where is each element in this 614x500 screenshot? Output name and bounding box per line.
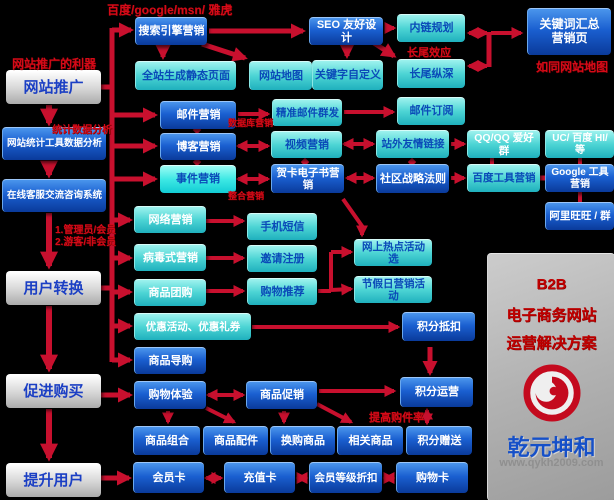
node-neilian: 内链规划 [397, 14, 465, 42]
node-mcard: 会员卡 [133, 462, 204, 493]
node-access: 商品配件 [203, 426, 268, 455]
node-longtail: 长尾纵深 [397, 59, 465, 88]
flow-arrow [341, 197, 368, 238]
flow-arrow [316, 402, 354, 424]
annotation-a7: 整合营销 [228, 191, 265, 201]
node-pops: 积分运营 [400, 377, 473, 407]
node-leveldisc: 会员等级折扣 [309, 462, 382, 493]
brand-website: www.qykh2009.com [499, 457, 604, 469]
node-qq: QQ/QQ 爱好群 [467, 130, 540, 158]
node-combo: 商品组合 [133, 426, 200, 455]
annotation-a8a: 1.管理员/会员 [55, 225, 117, 236]
node-shoprec: 购物推荐 [247, 278, 317, 305]
node-kwpage: 关键词汇总 营销页 [527, 8, 611, 55]
annotation-a4: 长尾效应 [407, 47, 451, 59]
node-sem: 搜索引擎营销 [135, 17, 207, 45]
node-seo: SEO 友好设计 [309, 17, 383, 45]
node-exchange: 换购商品 [270, 426, 335, 455]
node-esub: 邮件订阅 [397, 97, 465, 125]
node-uchi: UC/ 百度 HI/ 等 [545, 130, 614, 158]
annotation-a8b: 2.游客/非会员 [55, 237, 117, 248]
node-service: 在线客服交流咨询系统 [2, 179, 106, 212]
node-hotact: 网上热点活动选 [354, 239, 432, 266]
annotation-a1: 百度/google/msn/ 雅虎 [107, 3, 233, 17]
node-related: 相关商品 [337, 426, 403, 455]
node-improve: 提升用户 [6, 463, 101, 497]
node-purchase: 促进购买 [6, 374, 101, 408]
node-googletools: Google 工具营销 [545, 164, 614, 192]
node-promo2: 商品促销 [246, 381, 317, 409]
node-pdeduct: 积分抵扣 [402, 312, 475, 341]
node-pgift: 积分赠送 [406, 426, 472, 455]
node-viral: 病毒式营销 [134, 244, 206, 271]
node-exper: 购物体验 [134, 381, 206, 409]
flow-arrow [330, 283, 354, 296]
phoenix-swirl-logo-icon [522, 364, 581, 422]
node-coupons: 优惠活动、优惠礼券 [134, 313, 251, 340]
flow-arrow [372, 40, 397, 59]
node-email: 邮件营销 [160, 101, 236, 129]
node-sms: 手机短信 [247, 213, 317, 240]
node-convert: 用户转换 [6, 271, 101, 305]
flow-arrow [205, 406, 237, 424]
node-blog: 博客营销 [160, 133, 236, 160]
node-promo: 网站推广 [6, 70, 101, 104]
node-stats: 网站统计工具数据分析 [2, 127, 106, 160]
brand-panel: B2B 电子商务网站 运营解决方案 乾元坤和 www.qykh2009.com [487, 253, 614, 500]
annotation-a3: 统计数据分析 [52, 125, 112, 136]
node-holiday: 节假日营销活动 [354, 276, 432, 303]
node-groupbuy: 商品团购 [134, 279, 206, 306]
node-greeting: 贺卡电子书营销 [271, 164, 344, 193]
annotation-a2: 网站推广的利器 [12, 57, 97, 71]
node-netmkt: 网络营销 [134, 206, 206, 233]
annotation-a9: 提高购件率 [369, 412, 424, 424]
panel-title-line1: B2B [536, 276, 567, 293]
node-invite: 邀请注册 [247, 245, 317, 272]
annotation-a6: 数据库营销 [228, 118, 274, 128]
node-kwcustom: 关键字自定义 [312, 60, 383, 90]
node-community: 社区战略法则 [376, 164, 449, 193]
node-guide: 商品导购 [134, 347, 206, 374]
node-baidutools: 百度工具营销 [467, 164, 540, 192]
node-video: 视频营销 [271, 131, 342, 158]
node-pemail: 精准邮件群发 [272, 99, 342, 126]
panel-title-line3: 运营解决方案 [506, 335, 597, 352]
brand-name: 乾元坤和 [507, 435, 596, 460]
panel-title-line2: 电子商务网站 [506, 307, 597, 324]
node-aliww: 阿里旺旺 / 群 [545, 202, 614, 230]
flow-arrow [201, 41, 248, 62]
node-flinks: 站外友情链接 [376, 130, 449, 158]
annotation-a5: 如同网站地图 [536, 60, 609, 74]
node-scard: 购物卡 [396, 462, 468, 493]
node-sitemap: 网站地图 [249, 61, 312, 90]
node-event: 事件营销 [160, 165, 236, 193]
node-static: 全站生成静态页面 [135, 61, 236, 90]
node-rcard: 充值卡 [224, 462, 295, 493]
